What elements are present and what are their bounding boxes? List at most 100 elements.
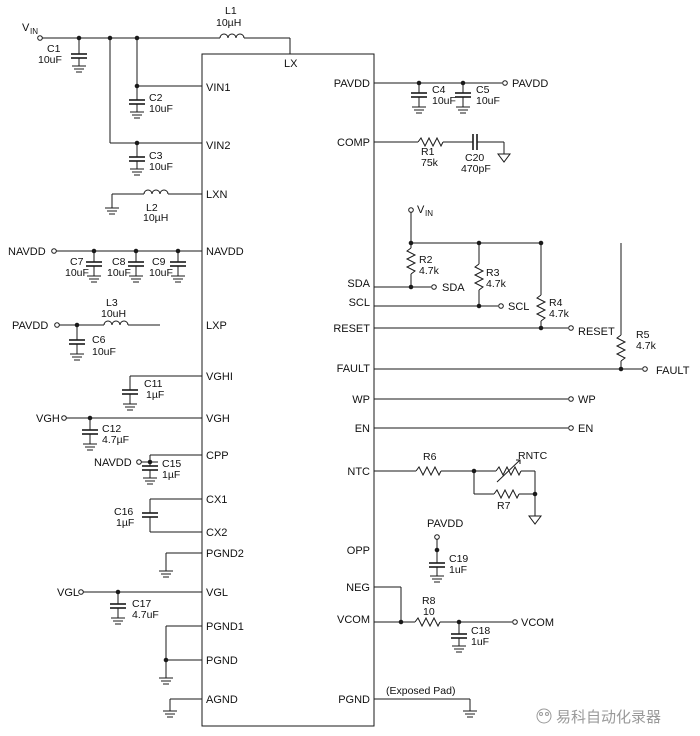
r8-value: 10 <box>423 606 435 618</box>
r7-name: R7 <box>497 500 511 512</box>
pin-vghi: VGHI <box>206 371 233 383</box>
pin-pgnd2: PGND2 <box>206 548 244 560</box>
pgnd1-section <box>159 626 202 684</box>
pin-lxp: LXP <box>206 320 227 332</box>
reset-output-label: RESET <box>578 326 615 338</box>
l2-value: 10µH <box>143 212 168 224</box>
pin-vin1: VIN1 <box>206 82 230 94</box>
r7-resistor <box>494 490 519 498</box>
pin-vcom: VCOM <box>337 614 370 626</box>
r4-value: 4.7k <box>549 308 570 320</box>
navdd-cpp-label: NAVDD <box>94 457 132 469</box>
pin-lx: LX <box>284 58 298 70</box>
pin-ntc: NTC <box>347 466 370 478</box>
c20-name: C20 <box>465 152 484 164</box>
cx-section <box>142 499 202 532</box>
c3-value: 10uF <box>149 161 173 173</box>
wp-output-label: WP <box>578 394 596 406</box>
vin-label-sub: IN <box>30 27 38 36</box>
c16-name: C16 <box>114 506 133 518</box>
vgh-section <box>62 416 202 450</box>
pin-reset: RESET <box>333 323 370 335</box>
r3-value: 4.7k <box>486 278 507 290</box>
exposed-pad-ground <box>374 699 477 717</box>
fault-output-label: FAULT <box>656 365 690 377</box>
l2-inductor <box>144 190 168 194</box>
pavdd-input-label: PAVDD <box>12 320 48 332</box>
rntc-name: RNTC <box>518 450 548 462</box>
pin-vin2: VIN2 <box>206 140 230 152</box>
c5-value: 10uF <box>476 95 500 107</box>
l1-inductor <box>220 34 244 38</box>
c19-name: C19 <box>449 553 468 565</box>
vghi-section <box>122 376 202 410</box>
vin1-section <box>129 84 202 118</box>
pin-wp: WP <box>352 394 370 406</box>
watermark: 易科自动化录器 <box>537 709 661 726</box>
sda-output-label: SDA <box>442 282 465 294</box>
c18-name: C18 <box>471 625 490 637</box>
r1-name: R1 <box>421 146 435 158</box>
c9-name: C9 <box>152 256 166 268</box>
c19-value: 1uF <box>449 564 467 576</box>
pin-lxn: LXN <box>206 189 227 201</box>
c2-name: C2 <box>149 92 163 104</box>
vin-input-section <box>38 34 290 143</box>
c8-value: 10uF <box>107 267 131 279</box>
r6-resistor <box>416 467 441 475</box>
en-output-label: EN <box>578 423 593 435</box>
c9-value: 10uF <box>149 267 173 279</box>
l3-value: 10uH <box>101 308 126 320</box>
c7-value: 10uF <box>65 267 89 279</box>
cpp-section <box>137 455 202 484</box>
r5-value: 4.7k <box>636 340 657 352</box>
vin2-section <box>110 141 202 175</box>
watermark-text: 易科自动化录器 <box>556 709 661 726</box>
pin-cx2: CX2 <box>206 527 227 539</box>
ntc-section <box>374 460 542 525</box>
l3-inductor <box>104 321 128 325</box>
comp-section <box>374 134 511 163</box>
r3-name: R3 <box>486 267 500 279</box>
pavdd-output-section <box>374 81 507 113</box>
c6-name: C6 <box>92 334 106 346</box>
pin-fault: FAULT <box>337 363 371 375</box>
c1-value: 10uF <box>38 54 62 66</box>
vcom-output-label: VCOM <box>521 617 554 629</box>
pin-pgnd1: PGND1 <box>206 621 244 633</box>
c17-name: C17 <box>132 598 151 610</box>
pullup-section <box>374 208 647 372</box>
c4-value: 10uF <box>432 95 456 107</box>
c1-name: C1 <box>47 43 61 55</box>
pavdd-output-label: PAVDD <box>512 78 548 90</box>
navdd-input-label: NAVDD <box>8 246 46 258</box>
c12-value: 4.7µF <box>102 434 129 446</box>
vcom-section <box>374 587 517 652</box>
c16-value: 1µF <box>116 517 134 529</box>
c8-name: C8 <box>112 256 126 268</box>
r4-resistor <box>537 295 545 321</box>
pin-scl: SCL <box>349 297 370 309</box>
r2-resistor <box>407 248 415 274</box>
vgl-section <box>79 590 202 624</box>
opp-section <box>429 535 445 582</box>
c3-name: C3 <box>149 150 163 162</box>
r1-value: 75k <box>421 157 439 169</box>
vin-pullup-sub: IN <box>425 209 433 218</box>
l1-value: 10µH <box>216 17 241 29</box>
r2-name: R2 <box>419 254 433 266</box>
r3-resistor <box>475 264 483 290</box>
pavdd-opp-label: PAVDD <box>427 518 463 530</box>
c15-value: 1µF <box>162 469 180 481</box>
pin-cx1: CX1 <box>206 494 227 506</box>
scl-output-label: SCL <box>508 301 529 313</box>
c7-name: C7 <box>70 256 84 268</box>
vin-terminal <box>38 36 43 41</box>
pin-vgh: VGH <box>206 413 230 425</box>
pin-agnd: AGND <box>206 694 238 706</box>
r5-name: R5 <box>636 329 650 341</box>
lxp-section <box>55 321 160 360</box>
c15-name: C15 <box>162 458 181 470</box>
